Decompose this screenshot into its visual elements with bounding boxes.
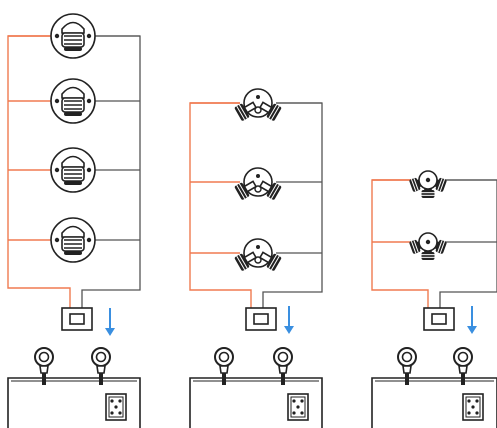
down-arrow-icon [284,306,294,334]
down-arrow-icon [105,308,115,336]
downlight-icon [50,78,96,124]
terminal-block-icon [462,393,484,421]
return-wire [439,179,497,308]
downlight-icon [50,147,96,193]
cable-gland-icon [397,347,417,385]
twin-spotlight-icon [234,167,282,200]
return-wire [262,102,323,308]
triple-spotlight-icon [409,232,447,260]
cable-gland-icon [34,347,54,385]
terminal-block-icon [105,393,127,421]
live-wire [189,102,252,308]
triple-spotlight-icon [409,170,447,198]
twin-spotlight-icon [234,238,282,271]
down-arrow-icon [467,306,477,334]
circuit-group-1 [7,13,141,428]
downlight-icon [50,217,96,263]
circuit-group-3 [371,170,497,428]
terminal-block-icon [287,393,309,421]
cable-gland-icon [273,347,293,385]
wall-switch-icon [245,307,277,331]
twin-spotlight-icon [234,88,282,121]
wiring [189,102,323,308]
wall-switch-icon [61,307,93,331]
downlight-icon [50,13,96,59]
wall-switch-icon [423,307,455,331]
wiring [371,179,497,308]
wiring [7,35,141,308]
circuit-group-2 [189,88,323,428]
cable-gland-icon [91,347,111,385]
cable-gland-icon [214,347,234,385]
cable-gland-icon [453,347,473,385]
